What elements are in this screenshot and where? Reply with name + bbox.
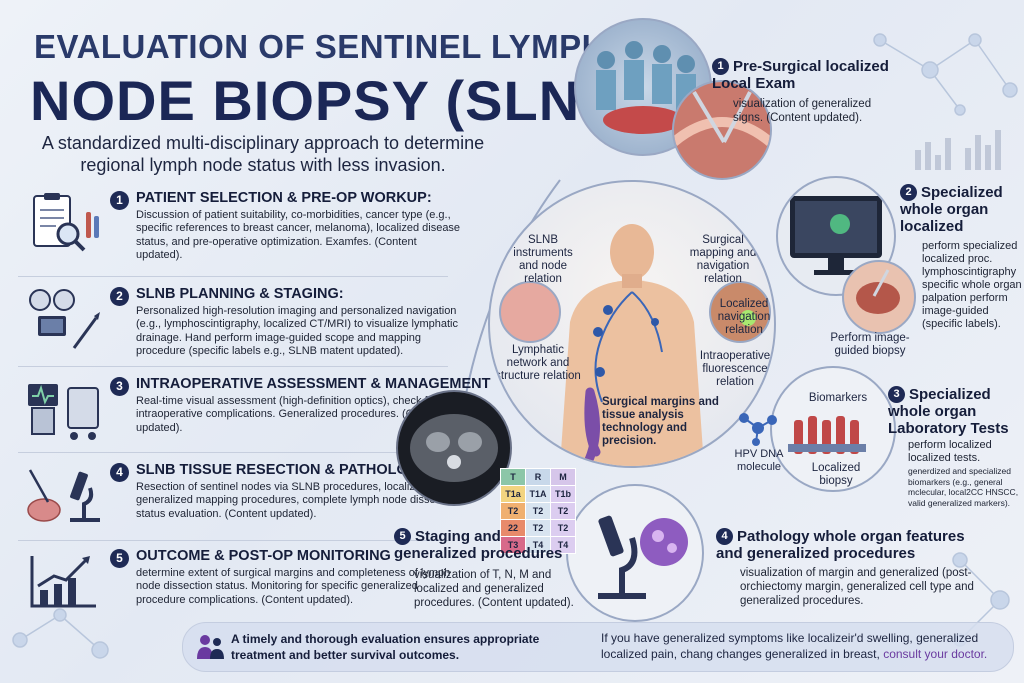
- label-intraoperative-fluorescence: Intraoperative fluorescence relation: [699, 350, 771, 388]
- step-body: determine extent of surgical margins and…: [136, 567, 451, 606]
- divider: [18, 452, 448, 453]
- section-number-badge: 4: [716, 528, 733, 545]
- divider: [18, 540, 448, 541]
- right-body-2: perform specialized localized proc. lymp…: [922, 240, 1022, 330]
- surgical-lamp-monitor-icon: [29, 289, 100, 349]
- footer-left-text: A timely and thorough evaluation ensures…: [231, 632, 540, 662]
- step-body: Discussion of patient suitability, co-mo…: [136, 209, 461, 261]
- pathology-circle: [566, 484, 704, 622]
- imaging-monitor-circle: [776, 176, 896, 296]
- section-number-badge: 5: [394, 528, 411, 545]
- microscope-tissue-icon: [27, 469, 100, 522]
- label-biomarkers: Biomarkers: [808, 392, 868, 404]
- label-slnb-instruments: SLNB instruments and node relation: [513, 234, 573, 285]
- ct-scan-circle: [396, 390, 512, 506]
- tissue-probe-illustration: [674, 90, 770, 146]
- organ-icon: [856, 269, 900, 314]
- label-surgical-mapping: Surgical mapping and navigation relation: [689, 234, 757, 285]
- microscope-cells-icon: [598, 515, 688, 599]
- laboratory-tests-circle: Biomarkers Localized biopsy: [770, 366, 896, 492]
- dna-molecule-icon: [739, 413, 777, 446]
- right-body-3: perform localized localized tests.: [908, 439, 992, 464]
- label-hpv-dna-molecule: HPV DNA molecule: [734, 448, 784, 473]
- step-3-intraoperative: 3 INTRAOPERATIVE ASSESSMENT & MANAGEMENT…: [18, 374, 490, 454]
- subtitle: A standardized multi-disciplinary approa…: [41, 133, 485, 175]
- step-body: Real-time visual assessment (high-defini…: [136, 395, 445, 434]
- biopsy-organ-circle: [842, 260, 916, 334]
- right-body-4: visualization of margin and generalized …: [740, 567, 974, 607]
- step-heading: SLNB PLANNING & STAGING:: [136, 286, 344, 302]
- step-heading: INTRAOPERATIVE ASSESSMENT & MANAGEMENT: [136, 376, 491, 392]
- title-line-2: NODE BIOPSY (SLNB): [30, 69, 642, 132]
- label-localized-biopsy: Localized biopsy: [811, 462, 861, 487]
- monitor-scan-icon: [790, 196, 882, 275]
- section-number-badge: 3: [888, 386, 905, 403]
- step-body: Resection of sentinel nodes via SLNB pro…: [136, 481, 459, 520]
- label-image-guided-biopsy: Perform image-guided biopsy: [830, 332, 910, 357]
- local-exam-inset-circle: [672, 80, 772, 180]
- step-1-patient-selection: 1 PATIENT SELECTION & PRE-OP WORKUP: Dis…: [18, 188, 460, 268]
- section-number-badge: 1: [712, 58, 729, 75]
- test-tubes-icon: [788, 416, 866, 454]
- step-number-badge: 2: [110, 287, 129, 306]
- label-localized-navigation: Localized navigation relation: [717, 298, 771, 336]
- surgical-team-illustration: [596, 41, 696, 134]
- step-number-badge: 1: [110, 191, 129, 210]
- divider: [18, 366, 448, 367]
- label-lymphatic-network: Lymphatic network and structure relation: [495, 344, 581, 382]
- right-body-5: visualization of T, N, M and localized a…: [414, 569, 574, 609]
- step-heading: OUTCOME & POST-OP MONITORING: [136, 548, 391, 564]
- clipboard-magnifier-icon: [33, 193, 99, 252]
- step-2-planning-staging: 2 SLNB PLANNING & STAGING: Personalized …: [18, 284, 458, 364]
- step-heading: SLNB TISSUE RESECTION & PATHOLOGY: [136, 462, 429, 478]
- footer-right-text: If you have generalized symptoms like lo…: [601, 631, 988, 661]
- step-number-badge: 3: [110, 377, 129, 396]
- central-anatomy-circle: SLNB instruments and node relation Surgi…: [488, 180, 776, 468]
- section-number-badge: 2: [900, 184, 917, 201]
- step-heading: PATIENT SELECTION & PRE-OP WORKUP:: [136, 190, 432, 206]
- step-5-outcome-monitoring: 5 OUTCOME & POST-OP MONITORING determine…: [18, 546, 450, 626]
- step-4-resection-pathology: 4 SLNB TISSUE RESECTION & PATHOLOGY Rese…: [18, 460, 459, 540]
- awareness-ribbon-icon: [583, 387, 601, 466]
- footer-banner: A timely and thorough evaluation ensures…: [182, 622, 1014, 672]
- bar-chart-decoration: [915, 130, 1001, 170]
- step-number-badge: 4: [110, 463, 129, 482]
- title-line-1: EVALUATION OF SENTINEL LYMPH: [34, 28, 606, 65]
- human-torso-illustration: [499, 224, 771, 466]
- trend-chart-icon: [30, 556, 96, 608]
- medical-equipment-icon: [28, 384, 99, 440]
- ct-scan-icon: [410, 414, 498, 482]
- consult-doctor-link[interactable]: consult your doctor.: [883, 647, 988, 661]
- doctor-patient-icon: [197, 635, 224, 659]
- right-body-3-small: generdized and specialized biomarkers (e…: [908, 466, 1019, 508]
- step-body: Personalized high-resolution imaging and…: [136, 305, 458, 357]
- step-number-badge: 5: [110, 549, 129, 568]
- label-surgical-margins: Surgical margins and tissue analysis tec…: [602, 396, 719, 447]
- divider: [18, 276, 448, 277]
- right-body-1: visualization of generalized signs. (Con…: [733, 98, 872, 124]
